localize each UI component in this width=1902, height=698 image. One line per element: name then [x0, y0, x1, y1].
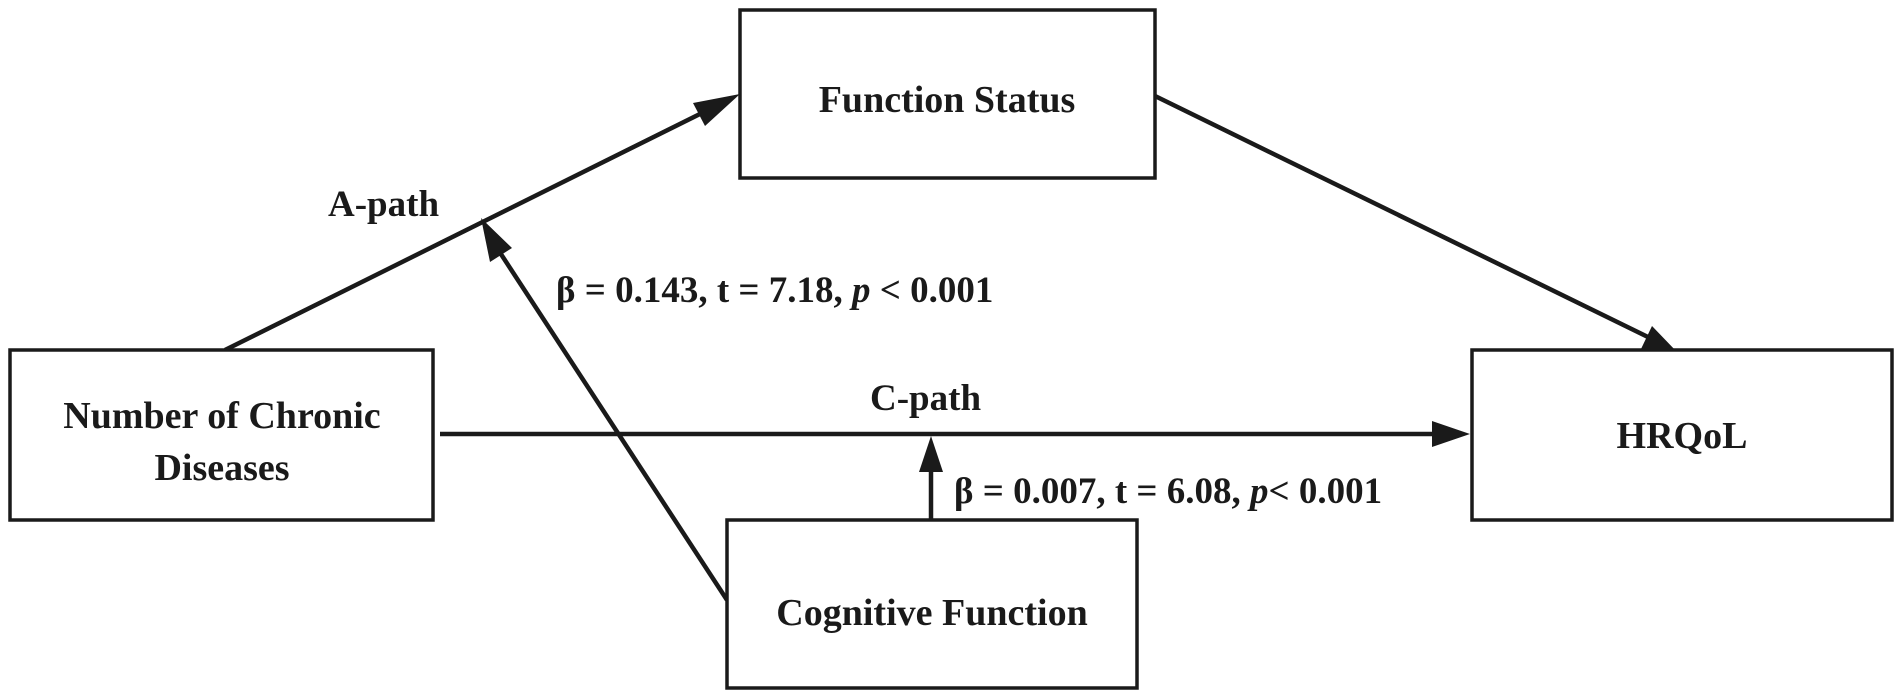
node-hrqol: HRQoL [1470, 348, 1894, 522]
chronic-diseases-label-line1: Number of Chronic [63, 395, 380, 437]
a-path-statistics: β = 0.143, t = 7.18, p < 0.001 [556, 270, 993, 311]
a-path-p-symbol: p [849, 270, 871, 311]
edge-chronic-to-function-status [223, 105, 714, 353]
c-path-p-value: < 0.001 [1268, 471, 1382, 512]
arrowhead-hrqol-left-icon [1432, 421, 1470, 447]
arrowhead-function-status-icon [693, 94, 740, 126]
chronic-diseases-label-line2: Diseases [154, 447, 289, 489]
c-path-p-symbol: p [1247, 471, 1269, 512]
c-path-beta: β = 0.007, t = 6.08, [954, 471, 1250, 512]
cognitive-function-label: Cognitive Function [776, 592, 1087, 634]
a-path-beta: β = 0.143, t = 7.18, [556, 270, 852, 311]
edge-function-status-to-hrqol [1154, 93, 1651, 341]
hrqol-label: HRQoL [1617, 415, 1748, 457]
c-path-label: C-path [870, 378, 981, 419]
function-status-label: Function Status [819, 79, 1076, 121]
node-cognitive-function: Cognitive Function [725, 518, 1139, 690]
edges [223, 93, 1677, 602]
a-path-p-value: < 0.001 [870, 270, 993, 311]
node-function-status: Function Status [738, 8, 1157, 180]
edge-cognitive-to-a-path [495, 246, 729, 602]
c-path-statistics: β = 0.007, t = 6.08, p< 0.001 [954, 471, 1382, 512]
a-path-label: A-path [328, 184, 439, 225]
arrowhead-a-path-icon [481, 218, 512, 262]
arrowhead-c-path-icon [919, 436, 943, 472]
arrowhead-hrqol-top-icon [1641, 326, 1677, 352]
node-chronic-diseases: Number of Chronic Diseases [8, 348, 435, 522]
